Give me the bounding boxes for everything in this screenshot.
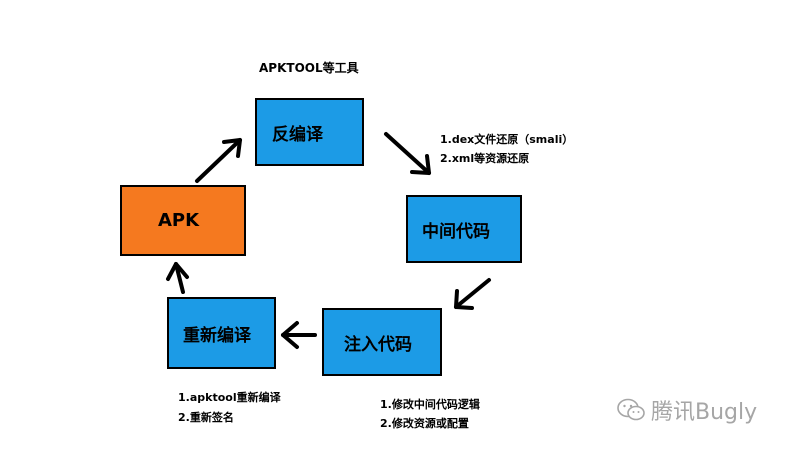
node-intermediate-label: 中间代码 <box>422 221 490 242</box>
wechat-icon <box>617 398 645 421</box>
node-inject: 注入代码 <box>322 308 442 376</box>
note-decompile-1: 1.dex文件还原（smali） <box>440 133 574 146</box>
note-decompile-2: 2.xml等资源还原 <box>440 152 530 165</box>
node-apk-label: APK <box>158 210 200 231</box>
watermark: 腾讯Bugly <box>617 394 757 426</box>
node-recompile: 重新编译 <box>167 297 276 369</box>
node-decompile-label: 反编译 <box>272 124 323 145</box>
diagram-title: APKTOOL等工具 <box>259 61 359 75</box>
note-recompile-1: 1.apktool重新编译 <box>178 391 281 404</box>
node-recompile-label: 重新编译 <box>183 325 251 346</box>
arrow-intermediate-to-inject <box>454 278 491 310</box>
note-recompile-2: 2.重新签名 <box>178 411 234 424</box>
note-inject-2: 2.修改资源或配置 <box>380 417 469 430</box>
arrow-inject-to-recompile <box>281 321 317 349</box>
node-intermediate: 中间代码 <box>406 195 522 263</box>
arrow-apk-to-decompile <box>195 138 242 183</box>
note-inject-1: 1.修改中间代码逻辑 <box>380 398 480 411</box>
arrow-recompile-to-apk <box>166 262 189 294</box>
node-inject-label: 注入代码 <box>344 334 412 355</box>
node-apk: APK <box>120 185 246 256</box>
node-decompile: 反编译 <box>255 98 364 166</box>
arrow-decompile-to-intermediate <box>384 132 431 175</box>
watermark-text: 腾讯Bugly <box>651 400 758 425</box>
